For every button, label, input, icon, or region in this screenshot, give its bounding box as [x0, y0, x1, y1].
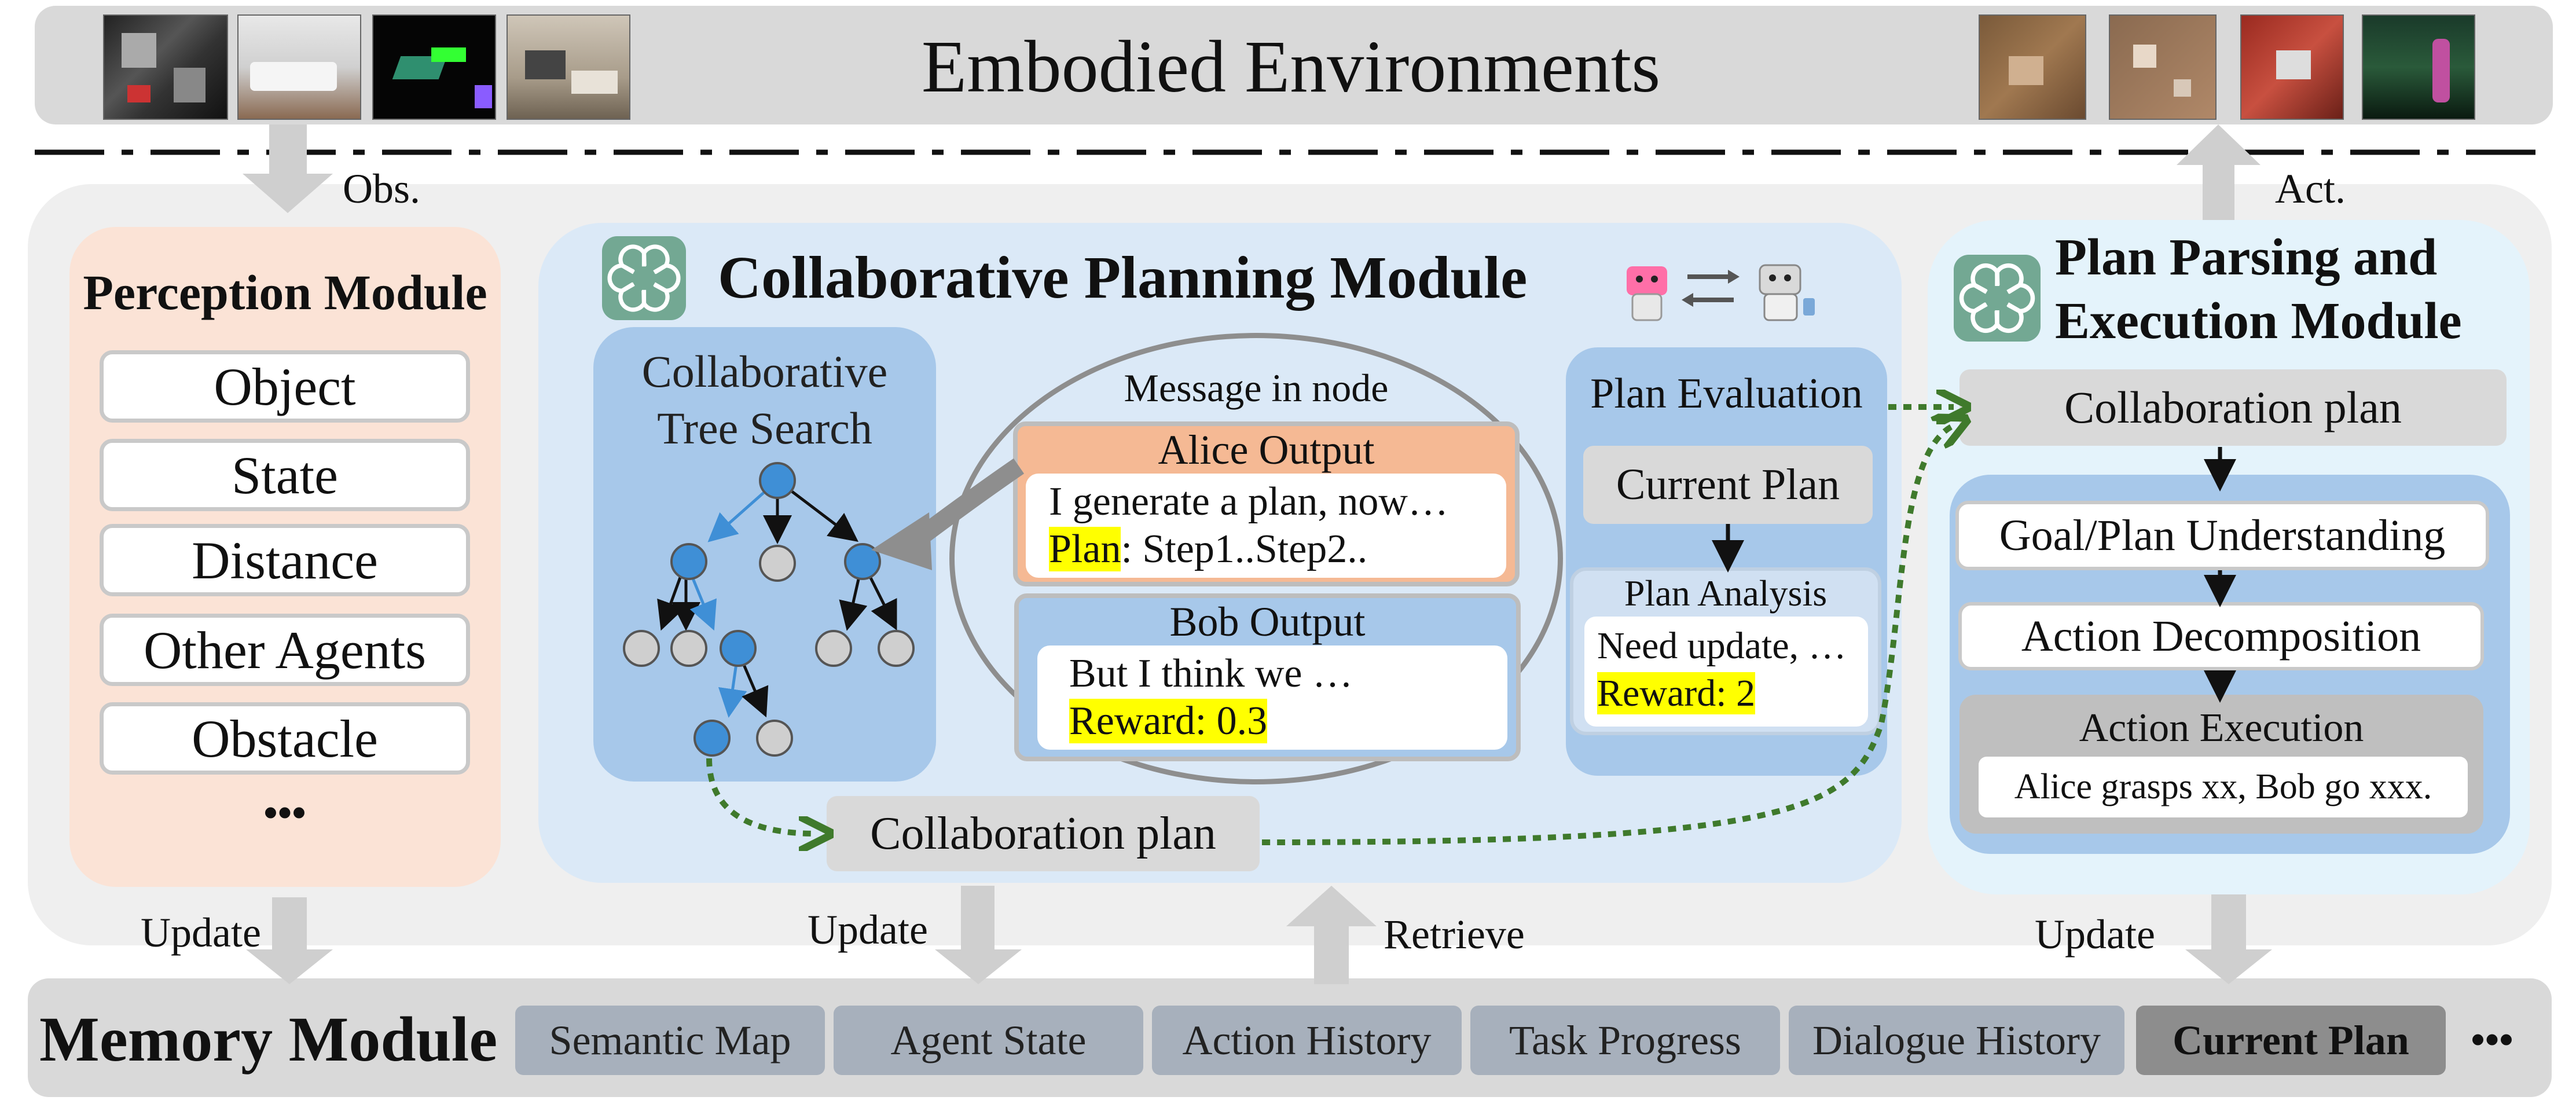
- plan-steps: : Step1..Step2..: [1121, 527, 1368, 571]
- tree-node: [759, 462, 796, 499]
- semantic-segmentation-image: [372, 14, 496, 120]
- retrieve-label: Retrieve: [1384, 911, 1525, 958]
- perception-item-object: Object: [100, 350, 470, 423]
- plan-highlight: Plan: [1049, 527, 1121, 571]
- memory-item-agent-state: Agent State: [834, 1006, 1143, 1075]
- perception-update-label: Update: [141, 909, 261, 956]
- current-plan-box: Current Plan: [1583, 446, 1873, 524]
- execution-title-line1: Plan Parsing and: [2055, 229, 2438, 286]
- red-room-topdown-image: [2240, 14, 2344, 120]
- perception-item-distance: Distance: [100, 524, 470, 596]
- planning-collaboration-plan: Collaboration plan: [827, 796, 1260, 871]
- tree-search-title-line2: Tree Search: [657, 403, 872, 453]
- memory-title: Memory Module: [39, 1004, 498, 1074]
- floor-topdown-image: [2109, 14, 2217, 120]
- tree-node: [693, 720, 731, 757]
- memory-item-current-plan: Current Plan: [2136, 1006, 2446, 1075]
- memory-item-dialogue-history: Dialogue History: [1789, 1006, 2124, 1075]
- tree-node: [670, 630, 707, 667]
- perception-item-obstacle: Obstacle: [100, 702, 470, 775]
- bob-output-body: But I think we … Reward: 0.3: [1037, 645, 1507, 750]
- memory-item-task-progress: Task Progress: [1470, 1006, 1780, 1075]
- memory-item-action-history: Action History: [1152, 1006, 1462, 1075]
- bob-output-line1: But I think we …: [1069, 651, 1353, 696]
- plan-analysis-line: Need update, …: [1597, 625, 1847, 667]
- openai-logo-icon: [1954, 255, 2041, 342]
- memory-more: •••: [2471, 1018, 2513, 1062]
- tree-search-title-line1: Collaborative: [641, 346, 888, 397]
- kitchen-topdown-image: [1979, 14, 2086, 120]
- plan-analysis-title: Plan Analysis: [1624, 573, 1828, 614]
- plan-analysis-body: Need update, … Reward: 2: [1584, 617, 1868, 727]
- dark-scene-image: [2362, 14, 2475, 120]
- top-down-map-image: [103, 14, 228, 120]
- living-room-photo-image: [507, 14, 630, 120]
- tree-node: [756, 720, 793, 757]
- action-decomposition-box: Action Decomposition: [1958, 602, 2484, 670]
- alice-output-body: I generate a plan, now… Plan: Step1..Ste…: [1026, 474, 1506, 578]
- perception-more: •••: [263, 791, 306, 835]
- tree-node: [623, 630, 660, 667]
- planning-title: Collaborative Planning Module: [718, 244, 1528, 311]
- planning-update-label: Update: [808, 907, 928, 953]
- bob-reward: Reward: 0.3: [1069, 699, 1268, 743]
- tree-node: [759, 545, 796, 582]
- bob-output-title: Bob Output: [1169, 599, 1366, 645]
- goal-understanding-box: Goal/Plan Understanding: [1955, 501, 2489, 570]
- obs-label: Obs.: [343, 166, 421, 212]
- execution-title-line2: Execution Module: [2055, 292, 2462, 350]
- perception-item-state: State: [100, 439, 470, 511]
- evaluation-reward: Reward: 2: [1597, 672, 1756, 714]
- execution-update-label: Update: [2035, 911, 2155, 958]
- tree-node: [720, 630, 757, 667]
- action-execution-title: Action Execution: [2079, 705, 2364, 750]
- alice-output-line1: I generate a plan, now…: [1049, 479, 1448, 524]
- alice-output-title: Alice Output: [1158, 427, 1375, 473]
- perception-item-other-agents: Other Agents: [100, 614, 470, 686]
- tree-node: [844, 543, 881, 580]
- action-execution-text: Alice grasps xx, Bob go xxx.: [1979, 757, 2468, 817]
- tree-node: [878, 630, 915, 667]
- tree-node: [670, 543, 707, 580]
- execution-collaboration-plan: Collaboration plan: [1959, 369, 2507, 446]
- robots-exchange-icon: [1627, 264, 1815, 321]
- tree-node: [815, 630, 852, 667]
- perception-title: Perception Module: [83, 265, 487, 320]
- memory-item-semantic-map: Semantic Map: [515, 1006, 825, 1075]
- openai-logo-icon: [602, 236, 686, 320]
- alice-output-plan-line: Plan: Step1..Step2..: [1049, 526, 1483, 573]
- act-label: Act.: [2275, 166, 2346, 212]
- search-tree: [623, 462, 915, 757]
- plan-evaluation-title: Plan Evaluation: [1590, 369, 1863, 417]
- header-title: Embodied Environments: [921, 25, 1661, 108]
- living-room-render-image: [237, 14, 361, 120]
- message-caption: Message in node: [1124, 365, 1389, 410]
- separator-line: [35, 149, 2547, 155]
